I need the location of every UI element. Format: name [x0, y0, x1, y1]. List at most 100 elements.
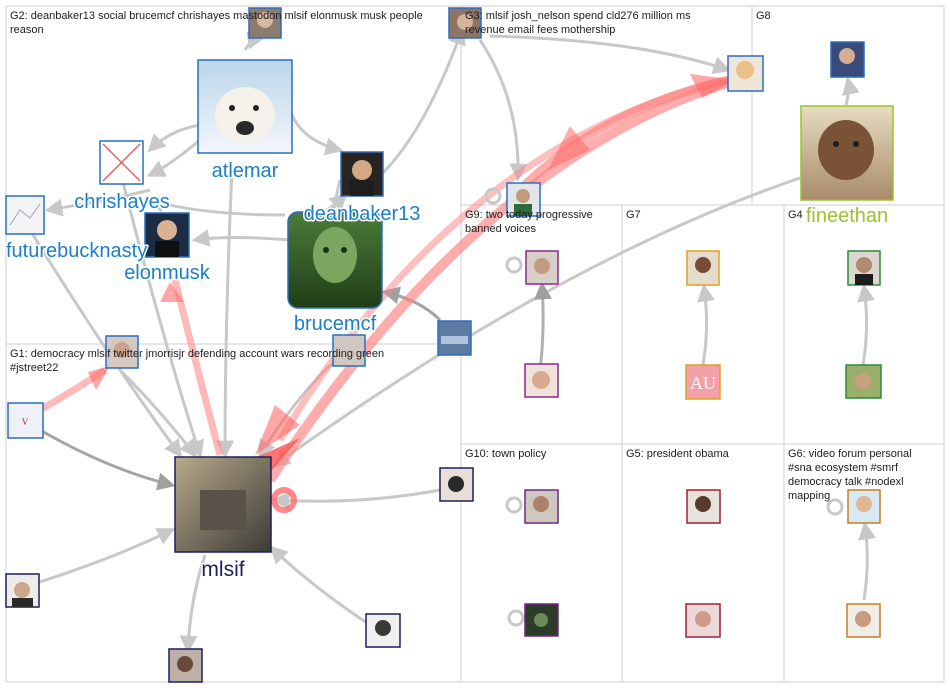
edge — [39, 428, 176, 491]
group-label-g8: G8 — [756, 10, 771, 22]
edge — [857, 283, 875, 371]
edge — [516, 75, 730, 194]
group-label-g1: G1: democracy mlsif twitter jmorrisjr de… — [10, 348, 384, 360]
edge — [858, 521, 876, 601]
node-deanbaker13-avatar[interactable] — [340, 151, 384, 197]
arrowhead — [160, 282, 184, 302]
group-label-g10: G10: town policy — [465, 448, 547, 460]
node-avatar[interactable] — [332, 334, 366, 367]
edge — [171, 279, 224, 456]
edge — [489, 34, 732, 74]
edge — [381, 286, 442, 322]
node-avatar[interactable] — [439, 467, 474, 502]
node-label-deanbaker13: deanbaker13 — [304, 203, 421, 225]
group-boxes — [5, 5, 945, 683]
self-loop — [505, 256, 523, 274]
node-avatar[interactable] — [525, 250, 559, 285]
node-avatar[interactable] — [686, 250, 720, 286]
edge — [29, 528, 176, 587]
node-avatar[interactable] — [686, 489, 721, 524]
group-label-g6-line2: #sna ecosystem #smrf — [788, 462, 899, 474]
group-box-g5 — [621, 443, 785, 683]
group-label-g9: G9: two today progressive — [465, 209, 593, 221]
svg-text:AU: AU — [690, 373, 716, 393]
group-box-g10 — [460, 443, 623, 683]
node-avatar[interactable] — [524, 363, 559, 398]
node-atlemar-avatar[interactable] — [197, 59, 293, 154]
node-avatar[interactable] — [727, 55, 764, 92]
node-avatar[interactable] — [524, 603, 559, 637]
node-avatar[interactable] — [105, 335, 139, 369]
self-loop — [826, 498, 844, 516]
group-label-g9-line2: banned voices — [465, 223, 536, 235]
group-label-g3-line2: revenue email fees mothership — [465, 24, 615, 36]
arrowhead — [255, 405, 300, 455]
edge — [265, 77, 732, 483]
edge — [697, 283, 715, 371]
node-avatar[interactable] — [248, 7, 282, 39]
group-box-g4 — [783, 204, 945, 445]
node-avatar[interactable] — [847, 489, 881, 524]
group-label-g6-line3: democracy talk #nodexl — [788, 476, 904, 488]
node-avatar[interactable]: V — [7, 402, 44, 439]
group-label-g4: G4 — [788, 209, 803, 221]
edge — [118, 368, 198, 458]
group-label-g6: G6: video forum personal — [788, 448, 912, 460]
arrowhead — [548, 126, 590, 170]
self-loop — [484, 187, 502, 205]
node-avatar[interactable]: AU — [685, 364, 721, 400]
edge — [44, 188, 151, 217]
edge — [288, 109, 344, 156]
arrowhead — [690, 74, 736, 98]
node-avatar[interactable] — [846, 603, 881, 638]
node-elonmusk-avatar[interactable] — [144, 212, 190, 258]
node-avatar[interactable] — [437, 320, 472, 356]
svg-text:V: V — [22, 417, 29, 427]
node-label-chrishayes: chrishayes — [74, 191, 170, 213]
edge — [147, 123, 201, 153]
node-mlsif-avatar[interactable] — [174, 456, 272, 553]
node-label-brucemcf: brucemcf — [294, 313, 377, 335]
edge — [216, 169, 235, 459]
nodes: AU V — [5, 7, 894, 683]
node-label-futurebucknasty: futurebucknasty — [6, 240, 147, 262]
group-label-g3: G3: mlsif josh_nelson spend cld276 milli… — [465, 10, 691, 22]
edge — [533, 281, 552, 371]
edge — [243, 31, 266, 51]
node-avatar[interactable] — [448, 7, 482, 39]
node-avatar[interactable] — [685, 603, 721, 638]
node-avatar[interactable] — [506, 182, 541, 217]
node-labels: atlemar chrishayes deanbaker13 futurebuc… — [5, 159, 890, 583]
node-avatar[interactable] — [524, 489, 559, 524]
group-label-g1-line2: #jstreet22 — [10, 362, 58, 374]
node-label-atlemar: atlemar — [212, 160, 279, 182]
node-avatar[interactable] — [847, 250, 881, 286]
edge — [146, 195, 286, 217]
self-loop — [507, 609, 525, 627]
group-label-g5: G5: president obama — [626, 448, 730, 460]
node-chrishayes-avatar[interactable] — [99, 140, 144, 185]
node-avatar[interactable] — [830, 41, 865, 78]
group-label-g7: G7 — [626, 209, 641, 221]
node-label-fineethan: fineethan — [806, 205, 888, 227]
edge — [841, 76, 860, 106]
node-label-mlsif: mlsif — [201, 558, 244, 581]
node-fineethan-avatar[interactable] — [800, 105, 894, 201]
edge — [146, 138, 201, 177]
node-brucemcf-avatar[interactable] — [287, 211, 383, 309]
group-labels: G2: deanbaker13 social brucemcf chrishay… — [10, 10, 912, 502]
group-label-g2-line2: reason — [10, 24, 44, 36]
node-avatar[interactable] — [365, 613, 401, 648]
edge — [191, 229, 291, 247]
group-label-g6-line4: mapping — [788, 490, 830, 502]
group-label-g2: G2: deanbaker13 social brucemcf chrishay… — [10, 10, 423, 22]
node-label-elonmusk: elonmusk — [124, 262, 211, 284]
edge — [271, 488, 441, 510]
group-box-g9 — [460, 204, 623, 445]
group-box-g6 — [783, 443, 945, 683]
node-avatar[interactable] — [168, 648, 203, 683]
node-avatar[interactable] — [5, 573, 40, 608]
node-futurebucknasty-avatar[interactable] — [5, 195, 45, 235]
node-avatar[interactable] — [845, 364, 882, 399]
